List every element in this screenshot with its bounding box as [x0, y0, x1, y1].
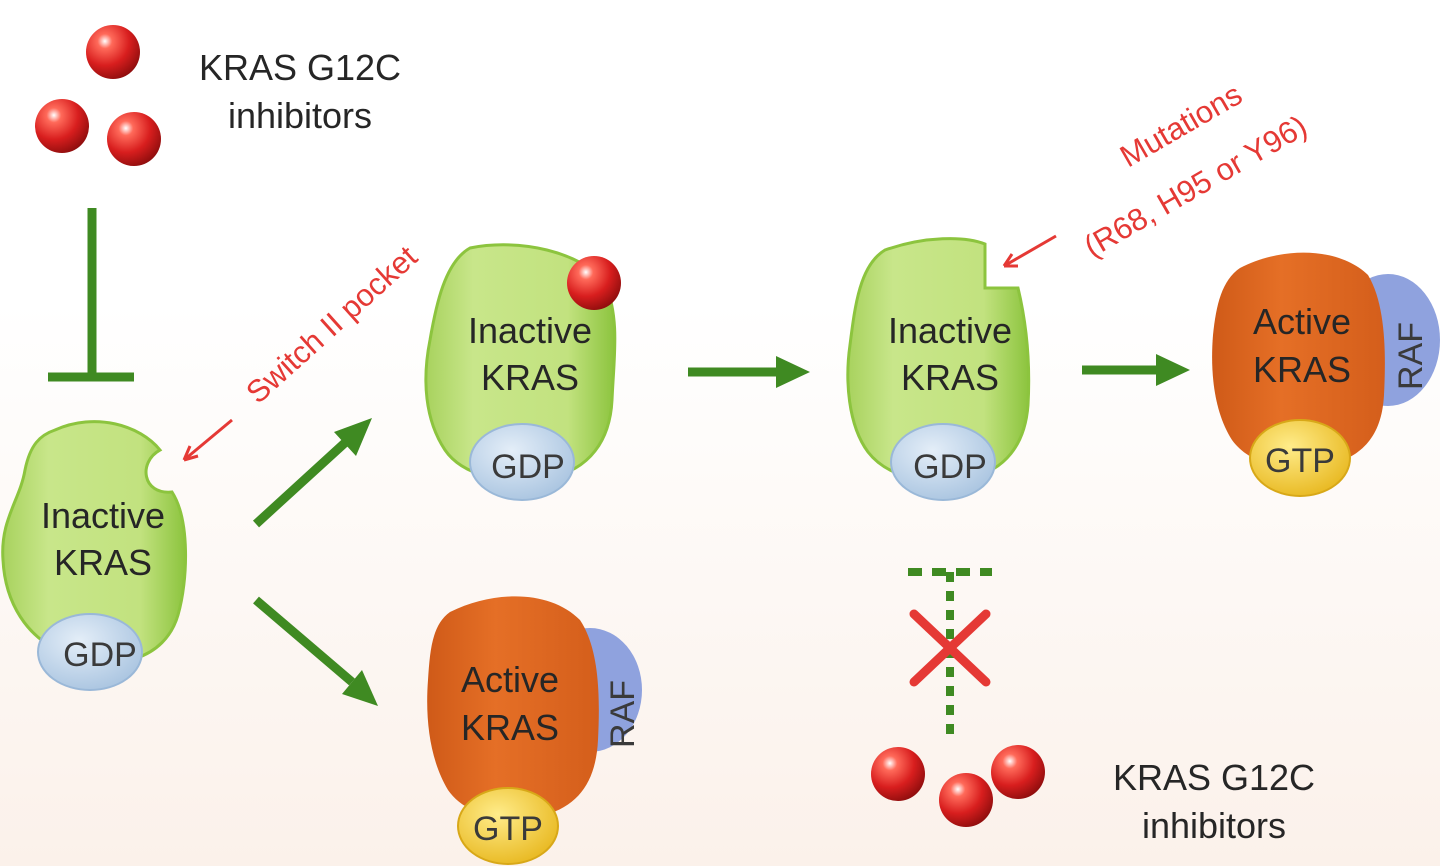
inhibitor-ball-icon [991, 745, 1045, 799]
kras-left: Inactive KRAS GDP [1, 420, 187, 691]
kras-mutant-gdp-label: GDP [913, 448, 987, 486]
arrow-icon [252, 418, 372, 528]
kras-mutant-name-label: KRAS [901, 357, 999, 398]
kras-bound-state-label: Inactive [468, 310, 592, 351]
inhibition-bar-icon [48, 208, 134, 382]
inhibitor-ball-icon [871, 747, 925, 801]
inhibitor-ball-icon [107, 112, 161, 166]
kras-bound-gdp-label: GDP [491, 448, 565, 486]
kras-active-bottom-state-label: Active [461, 659, 559, 700]
kras-active-right-raf-label: RAF [1392, 322, 1430, 390]
inhibitors-bottom-label-line2: inhibitors [1142, 805, 1286, 846]
kras-left-name-label: KRAS [54, 542, 152, 583]
kras-left-state-label: Inactive [41, 495, 165, 536]
kras-mutant-gdp [890, 423, 996, 501]
arrow-icon [253, 596, 378, 706]
kras-bound: Inactive KRAS GDP [424, 243, 621, 501]
blocked-x-icon [909, 609, 991, 687]
inhibitor-ball-icon [86, 25, 140, 79]
kras-active-right-state-label: Active [1253, 301, 1351, 342]
arrow-icon [1082, 354, 1190, 386]
switch-pocket-arrow-icon [182, 418, 233, 462]
kras-active-bottom-gtp [457, 787, 559, 865]
kras-mutant: Inactive KRAS GDP [846, 237, 1031, 501]
kras-active-bottom: Active KRAS GTP RAF [427, 596, 642, 865]
kras-left-protein [1, 420, 187, 664]
kras-active-right-name-label: KRAS [1253, 349, 1351, 390]
kras-bound-name-label: KRAS [481, 357, 579, 398]
inhibitor-ball-icon [35, 99, 89, 153]
kras-active-right-gtp-label: GTP [1265, 442, 1335, 480]
kras-bound-gdp [469, 423, 575, 501]
inhibitor-ball-icon [939, 773, 993, 827]
inhibitor-cluster-bottom [871, 745, 1045, 827]
arrow-icon [688, 356, 810, 388]
kras-active-bottom-raf-label: RAF [604, 680, 642, 748]
inhibitors-top-label-line2: inhibitors [228, 95, 372, 136]
inhibitors-top-label-line1: KRAS G12C [199, 47, 401, 88]
kras-active-bottom-gtp-label: GTP [473, 810, 543, 848]
kras-active-right-protein [1212, 252, 1385, 469]
inhibitor-ball-icon [567, 256, 621, 310]
inhibitor-cluster-top [35, 25, 161, 166]
mutations-arrow-icon [1002, 234, 1057, 268]
kras-left-gdp-label: GDP [63, 636, 137, 674]
kras-left-gdp [37, 613, 143, 691]
kras-active-right-gtp [1249, 419, 1351, 497]
kras-active-bottom-name-label: KRAS [461, 707, 559, 748]
kras-active-right: Active KRAS GTP RAF [1212, 252, 1440, 497]
kras-active-bottom-protein [427, 596, 599, 819]
inhibitors-bottom-label-line1: KRAS G12C [1113, 757, 1315, 798]
kras-mutant-state-label: Inactive [888, 310, 1012, 351]
